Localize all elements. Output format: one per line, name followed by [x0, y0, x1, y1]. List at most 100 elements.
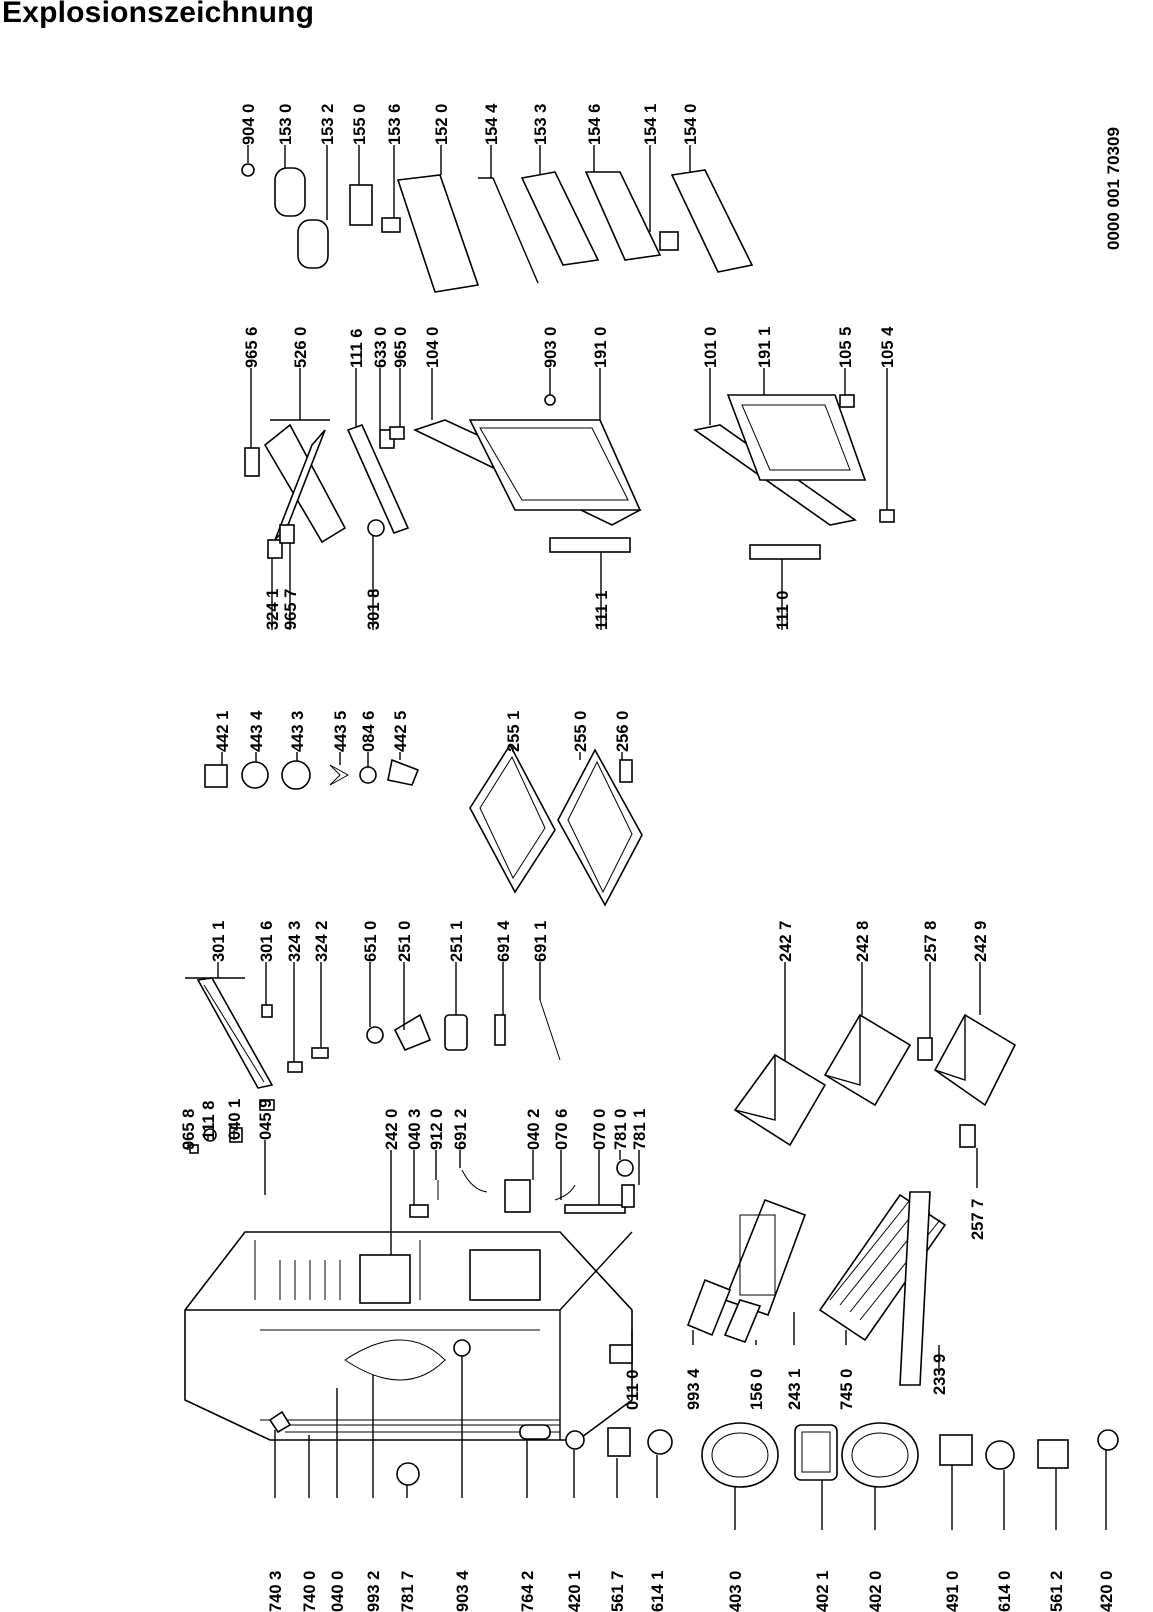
door-balcony-drawings	[241, 163, 754, 293]
label-group-fan-shelves: 442 1 443 4 443 3 443 5 084 6 442 5 255 …	[214, 710, 632, 767]
part-label: 614 1	[649, 1571, 667, 1612]
label-group-lower-middle: 011 0 993 4 156 0 243 1 745 0 233 9 257 …	[624, 1148, 987, 1410]
part-label: 614 0	[996, 1571, 1014, 1612]
part-label: 251 0	[396, 921, 414, 962]
drawer-drawings	[733, 1013, 1017, 1147]
part-label: 745 0	[838, 1369, 856, 1410]
part-label: 153 0	[277, 104, 295, 145]
part-label: 011 0	[624, 1370, 642, 1410]
document-number: 0000 001 70309	[1104, 127, 1123, 250]
part-label: 781 0	[612, 1109, 630, 1150]
part-label: 045 9	[257, 1099, 275, 1140]
compressor-drawings	[268, 1339, 1119, 1488]
part-label: 155 0	[351, 104, 369, 145]
label-group-doors: 965 6 526 0 111 6 633 0 965 0 104 0 903 …	[243, 326, 897, 510]
part-label: 111 0	[774, 591, 792, 630]
part-label: 243 1	[786, 1369, 804, 1410]
part-label: 191 0	[592, 327, 610, 368]
part-label: 242 7	[777, 921, 795, 962]
part-label: 691 1	[532, 921, 550, 962]
part-label: 040 0	[329, 1571, 347, 1612]
glass-shelf-drawings	[469, 743, 643, 907]
label-group-cabinet-top: 965 8 111 8 040 1 045 9 242 0 040 3 912 …	[180, 1099, 649, 1255]
part-label: 152 0	[433, 104, 451, 145]
part-label: 154 1	[642, 104, 660, 145]
part-label: 040 3	[406, 1109, 424, 1150]
part-label: 965 7	[282, 589, 300, 630]
part-label: 442 1	[214, 711, 232, 752]
part-label: 105 5	[837, 327, 855, 368]
part-label: 301 1	[210, 921, 228, 962]
part-label: 491 0	[944, 1571, 962, 1612]
part-label: 443 5	[332, 711, 350, 752]
part-label: 691 4	[495, 920, 513, 962]
label-group-control-housing: 301 1 301 6 324 3 324 2 651 0 251 0 251 …	[185, 920, 550, 1062]
part-label: 443 4	[248, 710, 266, 752]
part-label: 153 2	[319, 104, 337, 145]
part-label: 420 1	[566, 1571, 584, 1612]
part-label: 324 3	[286, 921, 304, 962]
part-label: 740 0	[301, 1571, 319, 1612]
part-label: 070 0	[591, 1109, 609, 1150]
part-label: 965 6	[243, 327, 261, 368]
part-labels: 740 3 740 0 040 0 993 2 781 7 903 4 764 …	[180, 103, 1123, 1612]
label-group-balconies: 904 0 153 0 153 2 155 0 153 6 152 0 154 …	[240, 103, 700, 232]
part-label: 153 3	[532, 104, 550, 145]
part-label: 633 0	[372, 327, 390, 368]
cabinet-shelves	[279, 1260, 341, 1300]
freezer-parts-drawings	[686, 1124, 976, 1386]
part-label: 257 7	[969, 1199, 987, 1240]
part-label: 101 0	[702, 327, 720, 368]
part-label: 764 2	[519, 1571, 537, 1612]
part-label: 070 6	[553, 1109, 571, 1150]
part-label: 255 1	[505, 711, 523, 752]
part-label: 903 4	[454, 1570, 472, 1612]
part-label: 651 0	[362, 921, 380, 962]
part-label: 242 8	[854, 921, 872, 962]
part-label: 301 8	[365, 589, 383, 630]
door-drawings	[412, 394, 895, 560]
part-label: 526 0	[292, 327, 310, 368]
part-label: 965 8	[180, 1109, 198, 1150]
label-group-bottom-row: 740 3 740 0 040 0 993 2 781 7 903 4 764 …	[267, 1355, 1116, 1612]
part-label: 561 7	[609, 1571, 627, 1612]
part-label: 781 1	[631, 1109, 649, 1150]
part-label: 993 4	[685, 1368, 703, 1410]
part-label: 965 0	[392, 327, 410, 368]
part-label: 324 1	[264, 589, 282, 630]
part-label: 691 2	[452, 1109, 470, 1150]
part-drawings	[184, 163, 1119, 1488]
part-label: 154 6	[586, 104, 604, 145]
label-group-control-unit: 324 1 965 7 301 8 111 1 111 0	[264, 536, 792, 630]
part-label: 105 4	[879, 326, 897, 368]
part-label: 233 9	[931, 1354, 949, 1395]
part-label: 912 0	[428, 1109, 446, 1150]
part-label: 561 2	[1048, 1571, 1066, 1612]
part-label: 242 0	[383, 1109, 401, 1150]
part-label: 740 3	[267, 1571, 285, 1612]
part-label: 903 0	[542, 327, 560, 368]
part-label: 111 1	[593, 591, 611, 630]
part-label: 154 0	[682, 104, 700, 145]
part-label: 301 6	[258, 921, 276, 962]
part-label: 156 0	[748, 1369, 766, 1410]
part-label: 403 0	[727, 1571, 745, 1612]
part-label: 040 2	[525, 1109, 543, 1150]
part-label: 904 0	[240, 104, 258, 145]
part-label: 443 3	[289, 711, 307, 752]
part-label: 084 6	[360, 711, 378, 752]
part-label: 257 8	[922, 921, 940, 962]
part-label: 442 5	[392, 711, 410, 752]
part-label: 781 7	[399, 1571, 417, 1612]
label-group-drawers: 242 7 242 8 257 8 242 9	[777, 921, 990, 1060]
fan-assembly-drawing	[204, 758, 420, 790]
part-label: 111 6	[348, 329, 366, 368]
part-label: 402 0	[867, 1571, 885, 1612]
part-label: 256 0	[614, 711, 632, 752]
part-label: 242 9	[972, 921, 990, 962]
part-label: 104 0	[424, 327, 442, 368]
control-unit-drawing	[244, 423, 410, 559]
part-label: 420 0	[1098, 1571, 1116, 1612]
part-label: 191 1	[756, 327, 774, 368]
